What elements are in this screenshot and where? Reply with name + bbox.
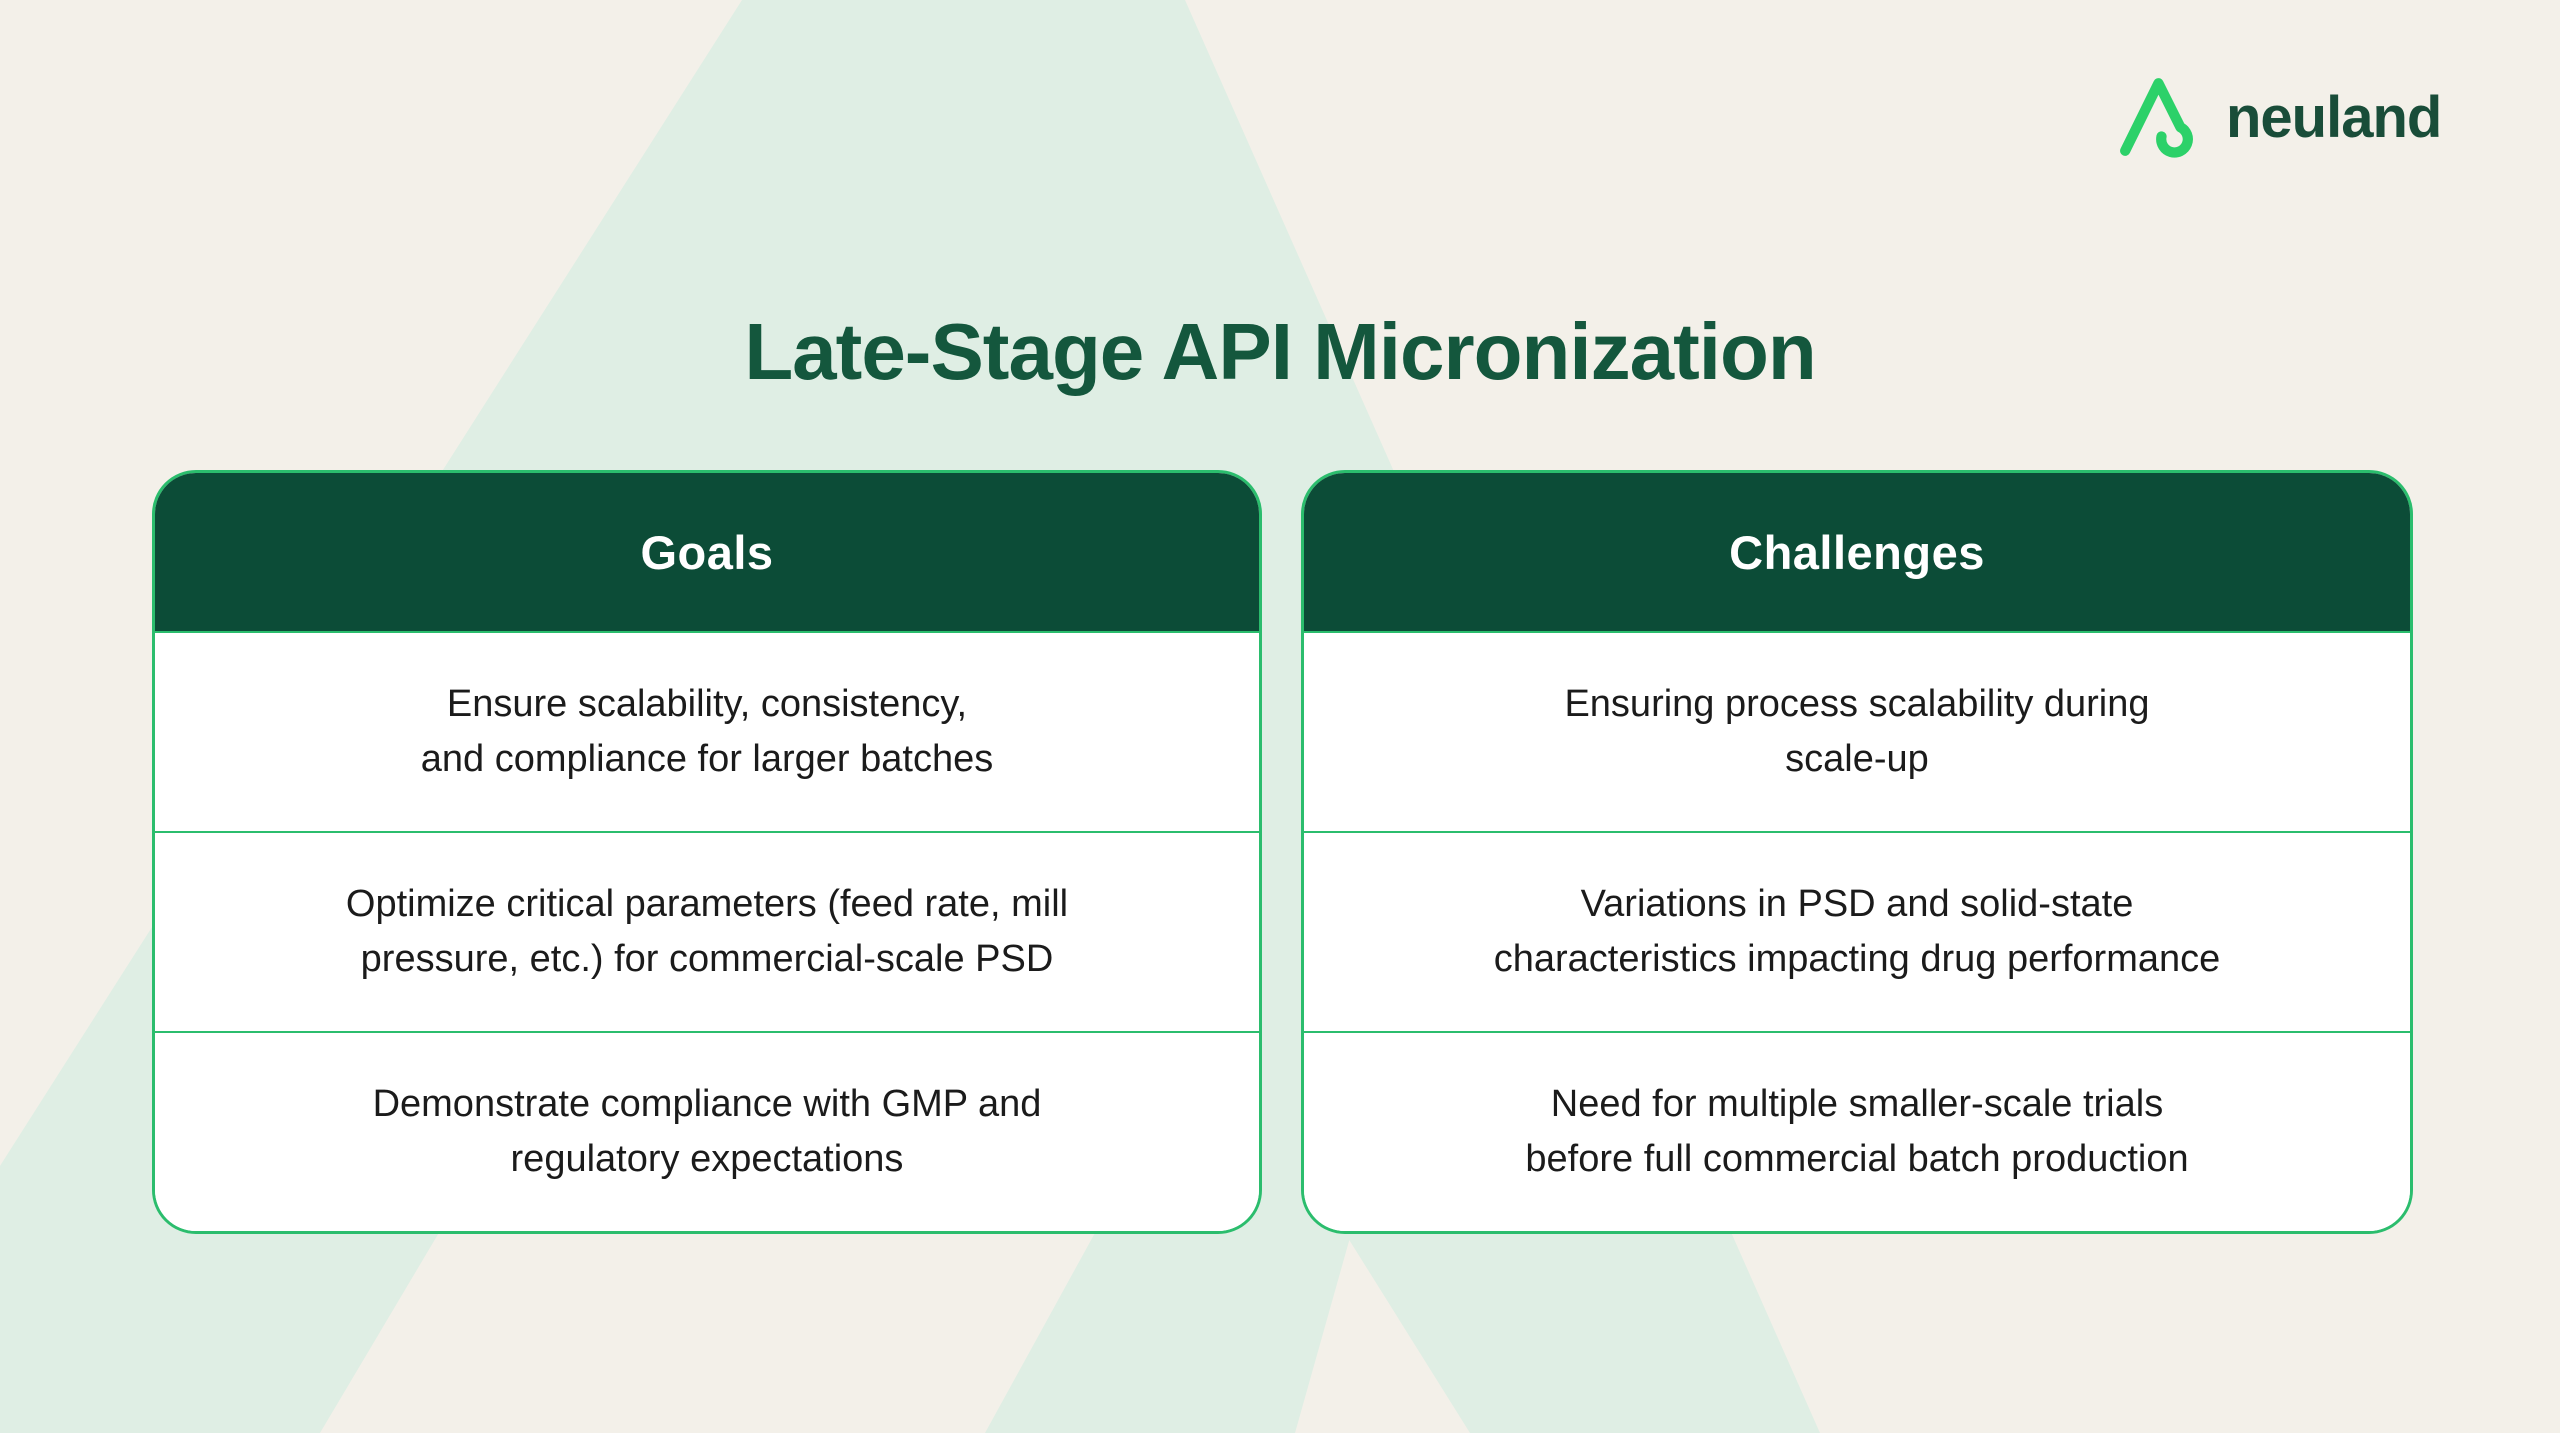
table-cell-text: Variations in PSD and solid-state charac…	[1493, 882, 2221, 980]
table-row: Optimize critical parameters (feed rate,…	[155, 831, 1259, 1031]
goals-table-header: Goals	[155, 473, 1259, 631]
challenges-table: Challenges Ensuring process scalability …	[1301, 470, 2413, 1234]
challenges-header-label: Challenges	[1729, 525, 1985, 579]
table-cell-text: Optimize critical parameters (feed rate,…	[345, 882, 1069, 980]
brand-wordmark: neuland	[2226, 85, 2442, 150]
table-row: Need for multiple smaller-scale trials b…	[1304, 1031, 2410, 1231]
table-row: Variations in PSD and solid-state charac…	[1304, 831, 2410, 1031]
table-cell-text: Demonstrate compliance with GMP and regu…	[372, 1082, 1042, 1180]
challenges-table-header: Challenges	[1304, 473, 2410, 631]
goals-header-label: Goals	[640, 525, 774, 579]
goals-table: Goals Ensure scalability, consistency, a…	[152, 470, 1262, 1234]
table-cell-text: Ensuring process scalability during scal…	[1564, 682, 2150, 780]
table-row: Ensuring process scalability during scal…	[1304, 631, 2410, 831]
table-cell-text: Ensure scalability, consistency, and com…	[420, 682, 994, 780]
table-row: Demonstrate compliance with GMP and regu…	[155, 1031, 1259, 1231]
neuland-n-icon	[2120, 78, 2193, 158]
brand-logo: neuland	[2118, 72, 2442, 160]
table-row: Ensure scalability, consistency, and com…	[155, 631, 1259, 831]
page-title: Late-Stage API Micronization	[744, 307, 1816, 396]
table-cell-text: Need for multiple smaller-scale trials b…	[1525, 1082, 2189, 1180]
